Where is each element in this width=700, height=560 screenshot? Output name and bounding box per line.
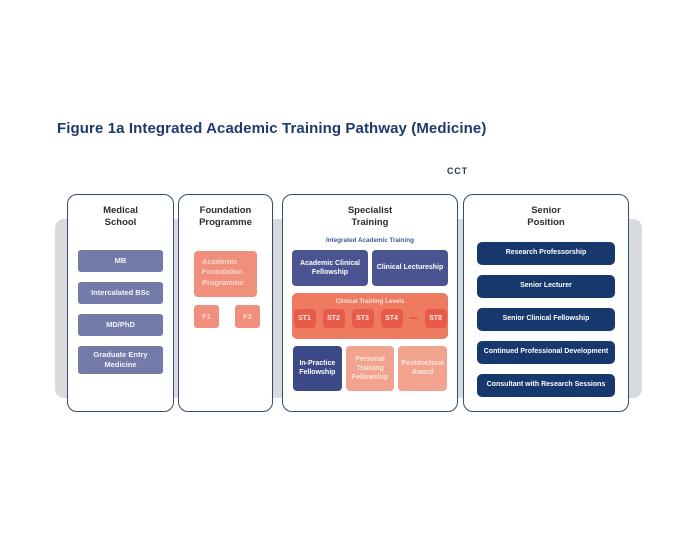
st-levels-row: ST1 ST2 ST3 ST4 ST8: [292, 308, 448, 328]
panel-senior-position: Senior Position Research Professorship S…: [463, 194, 629, 412]
pathway-box-clinical-lectureship: Clinical Lectureship: [372, 249, 448, 286]
panel-foundation-programme: Foundation Programme Academic Foundation…: [178, 194, 273, 412]
clinical-training-levels-container: Clinical Training Levels ST1 ST2 ST3 ST4…: [292, 292, 448, 339]
pathway-box-mb: MB: [78, 249, 163, 272]
pathway-box-st3: ST3: [351, 308, 374, 328]
header-line: Medical: [103, 205, 138, 216]
pathway-box-in-practice-fellowship: In-Practice Fellowship: [293, 345, 342, 391]
pathway-box-st1: ST1: [293, 308, 316, 328]
pathway-box-senior-lecturer: Senior Lecturer: [477, 274, 615, 298]
header-line: Programme: [199, 217, 252, 229]
post-training-row: In-Practice Fellowship Personal Training…: [293, 345, 448, 391]
pathway-box-st2: ST2: [322, 308, 345, 328]
pathway-box-senior-clinical-fellowship: Senior Clinical Fellowship: [477, 307, 615, 331]
pathway-box-personal-training-fellowship: Personal Training Fellowship: [345, 345, 395, 391]
panel-header-specialist-training: Specialist Training: [283, 205, 457, 230]
st-range-dash: [409, 316, 418, 320]
medical-school-boxes: MB Intercalated BSc MD/PhD Graduate Entr…: [78, 249, 163, 374]
panel-header-foundation-programme: Foundation Programme: [179, 205, 272, 230]
pathway-box-intercalated-bsc: Intercalated BSc: [78, 281, 163, 304]
integrated-academic-training-label: Integrated Academic Training: [326, 236, 414, 244]
header-line: Training: [351, 217, 389, 229]
pathway-box-academic-clinical-fellowship: Academic Clinical Fellowship: [292, 249, 368, 286]
panel-header-senior-position: Senior Position: [464, 205, 628, 230]
panel-specialist-training: Specialist Training Integrated Academic …: [282, 194, 458, 412]
panel-medical-school: Medical School MB Intercalated BSc MD/Ph…: [67, 194, 174, 412]
pathway-box-consultant-with-research-sessions: Consultant with Research Sessions: [477, 373, 615, 397]
header-line: Foundation: [199, 205, 252, 216]
cct-label: CCT: [447, 166, 468, 176]
header-line: School: [104, 217, 137, 229]
fellowship-row: Academic Clinical Fellowship Clinical Le…: [292, 249, 448, 286]
clinical-training-levels-label: Clinical Training Levels: [335, 297, 405, 305]
header-line: Position: [527, 217, 565, 229]
pathway-box-st8: ST8: [424, 308, 447, 328]
header-line: Specialist: [347, 205, 393, 216]
pathway-box-postdoctoral-award: Postdoctoral Award: [398, 345, 448, 391]
pathway-box-graduate-entry-medicine: Graduate Entry Medicine: [78, 345, 163, 374]
pathway-box-research-professorship: Research Professorship: [477, 241, 615, 265]
pathway-box-academic-foundation-programme: Academic Foundation Programme: [194, 250, 257, 297]
header-line: Senior: [531, 205, 561, 216]
pathway-box-md-phd: MD/PhD: [78, 313, 163, 336]
foundation-year-row: F1 F2: [194, 304, 272, 328]
pathway-box-f2: F2: [235, 304, 260, 328]
panel-header-medical-school: Medical School: [68, 205, 173, 230]
senior-position-boxes: Research Professorship Senior Lecturer S…: [477, 241, 615, 397]
pathway-box-f1: F1: [194, 304, 219, 328]
figure-title: Figure 1a Integrated Academic Training P…: [57, 120, 487, 137]
pathway-box-continued-professional-development: Continued Professional Development: [477, 340, 615, 364]
pathway-box-st4: ST4: [380, 308, 403, 328]
